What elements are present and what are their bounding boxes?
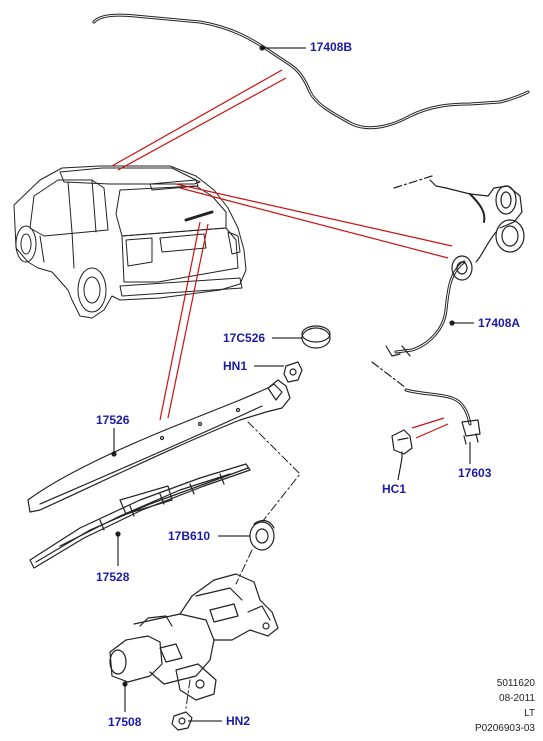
label-17508: 17508	[108, 715, 142, 729]
assembly-lines	[185, 421, 301, 709]
footer-market: LT	[524, 708, 535, 719]
footer-date: 08-2011	[499, 693, 535, 704]
nut-hn2	[171, 711, 193, 731]
label-17408a: 17408A	[478, 316, 521, 330]
washer-hose-17408b	[92, 13, 530, 130]
footer-illustration-id: P0206903-03	[474, 723, 535, 734]
label-hn2: HN2	[226, 714, 251, 728]
cap-17c526	[301, 325, 331, 349]
label-17c526: 17C526	[223, 331, 266, 345]
clip-hc1	[391, 429, 413, 459]
label-17603: 17603	[458, 466, 492, 480]
label-17528: 17528	[96, 570, 130, 584]
label-hn1: HN1	[223, 359, 248, 373]
nut-hn1	[283, 361, 303, 383]
label-17526: 17526	[96, 413, 130, 427]
grommet-17b610	[249, 519, 275, 551]
callout-lines	[111, 69, 453, 439]
wiper-blade-17528	[29, 463, 251, 569]
label-hc1: HC1	[382, 482, 407, 496]
leader-lines	[113, 47, 474, 722]
label-17b610: 17B610	[168, 529, 211, 543]
wiper-motor-17508	[109, 573, 279, 701]
label-17408b: 17408B	[310, 40, 353, 54]
vehicle-outline	[13, 165, 247, 319]
footer-code: 5011620	[496, 678, 535, 689]
wiper-arm-17526	[27, 379, 291, 513]
washer-hose-17408a	[371, 175, 525, 445]
